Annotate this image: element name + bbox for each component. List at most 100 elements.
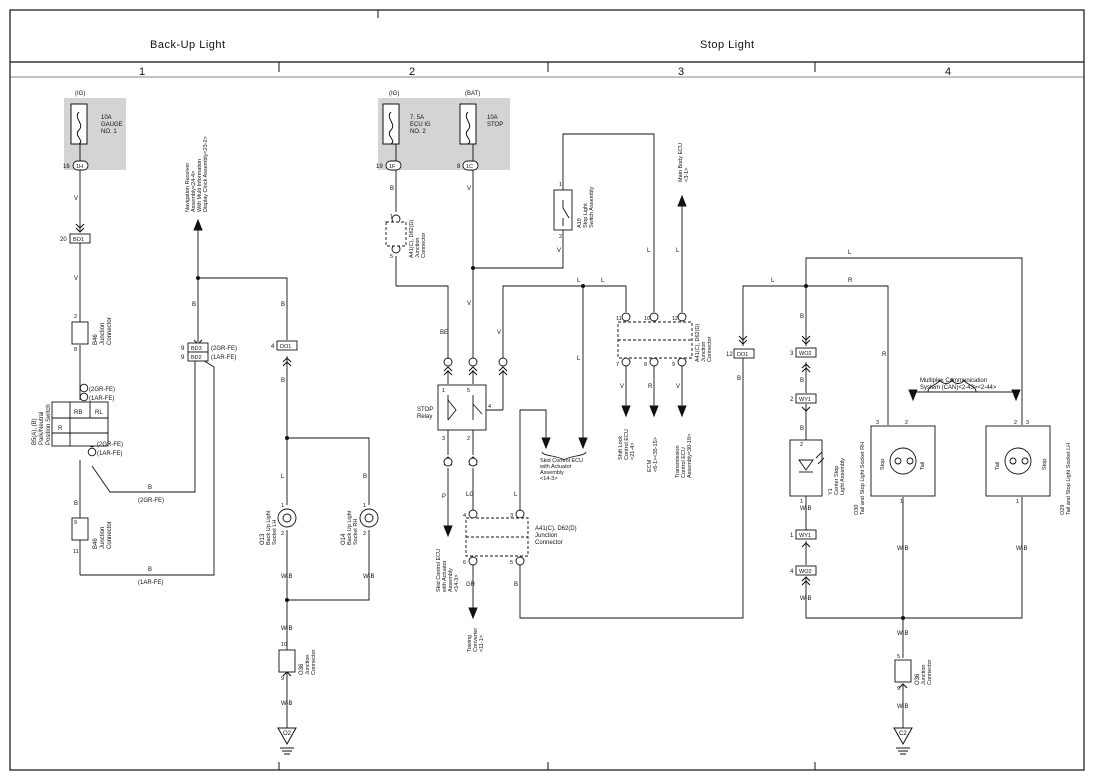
svg-text:BO1: BO1	[73, 237, 84, 243]
svg-text:7: 7	[616, 362, 619, 368]
svg-text:Connector: Connector	[707, 336, 713, 362]
svg-text:10A: 10A	[101, 115, 112, 121]
wires	[79, 133, 1023, 728]
svg-text:Connector: Connector	[311, 649, 317, 675]
svg-text:<3-1>: <3-1>	[684, 168, 690, 182]
svg-text:Transmission: Transmission	[675, 446, 681, 479]
svg-text:4: 4	[463, 513, 466, 519]
svg-text:Socket RH: Socket RH	[353, 519, 359, 545]
svg-text:1: 1	[442, 388, 445, 394]
svg-text:3: 3	[442, 436, 445, 442]
column-number-3: 3	[678, 66, 685, 78]
svg-text:11: 11	[73, 549, 79, 555]
svg-text:<14-3>: <14-3>	[454, 575, 460, 592]
svg-text:1H: 1H	[76, 164, 83, 170]
svg-text:O29: O29	[1060, 505, 1066, 515]
svg-text:Connector: Connector	[107, 317, 113, 345]
svg-text:Tail: Tail	[995, 462, 1001, 470]
pin-numbers: 2 8 9 11 1 5 1 5 4 3 2 1 2 11 10 12 7 8 …	[73, 182, 1029, 692]
svg-text:(IG): (IG)	[389, 91, 399, 97]
svg-text:(BAT): (BAT)	[465, 91, 480, 97]
svg-text:NO. 1: NO. 1	[101, 129, 117, 135]
svg-text:L: L	[601, 278, 605, 284]
svg-text:L: L	[771, 278, 775, 284]
svg-text:Y1: Y1	[828, 488, 834, 495]
svg-text:12: 12	[726, 352, 733, 358]
svg-text:(2GR-FE): (2GR-FE)	[97, 442, 123, 448]
svg-text:(2GR-FE): (2GR-FE)	[89, 387, 115, 393]
svg-text:V: V	[497, 330, 501, 336]
svg-text:<6-1><35-15>: <6-1><35-15>	[653, 437, 659, 472]
svg-text:8: 8	[74, 347, 77, 353]
svg-text:RB: RB	[74, 410, 82, 416]
svg-text:Stop: Stop	[1042, 459, 1048, 470]
svg-text:6: 6	[463, 560, 466, 566]
svg-text:(1AR-FE): (1AR-FE)	[97, 451, 122, 457]
svg-text:Skid Control ECU: Skid Control ECU	[540, 458, 583, 464]
svg-text:B: B	[192, 302, 196, 308]
svg-text:20: 20	[60, 237, 67, 243]
column-number-1: 1	[139, 66, 146, 78]
svg-text:W-B: W-B	[1016, 546, 1028, 552]
svg-text:DO1: DO1	[280, 344, 291, 350]
svg-text:2: 2	[281, 531, 284, 537]
arrows	[193, 194, 1021, 620]
svg-text:1: 1	[281, 503, 284, 509]
svg-text:O36: O36	[299, 663, 305, 675]
wire-labels: V V B B (2GR-FE) B (1AR-FE) B B B L W-B …	[74, 186, 1028, 710]
svg-text:2: 2	[800, 442, 803, 448]
svg-text:W-B: W-B	[800, 596, 812, 602]
svg-text:5: 5	[467, 388, 470, 394]
svg-text:(1AR-FE): (1AR-FE)	[138, 580, 163, 586]
svg-text:Shift Lock: Shift Lock	[618, 436, 624, 460]
svg-text:ECM: ECM	[647, 459, 653, 472]
svg-text:B: B	[148, 567, 152, 573]
junction-dots	[196, 266, 905, 620]
svg-text:Socket LH: Socket LH	[272, 520, 278, 545]
svg-text:R: R	[848, 278, 853, 284]
svg-text:Junction: Junction	[535, 533, 557, 539]
svg-text:9: 9	[897, 686, 900, 692]
svg-text:B: B	[363, 474, 367, 480]
svg-text:BD2: BD2	[191, 355, 202, 361]
connector-chevrons	[75, 161, 908, 689]
svg-text:3: 3	[1026, 420, 1029, 426]
svg-text:2: 2	[1014, 420, 1017, 426]
svg-text:Connector: Connector	[535, 540, 563, 546]
svg-text:1: 1	[800, 499, 803, 505]
svg-text:L: L	[281, 474, 285, 480]
svg-text:Towing: Towing	[467, 635, 473, 652]
svg-text:3: 3	[510, 513, 513, 519]
svg-text:1: 1	[390, 214, 393, 220]
svg-text:With Multi Information: With Multi Information	[197, 159, 203, 212]
grounds	[277, 727, 913, 755]
svg-text:B: B	[800, 378, 804, 384]
column-number-2: 2	[409, 66, 416, 78]
svg-text:Tail and Stop Light Socket RH: Tail and Stop Light Socket RH	[860, 442, 866, 515]
svg-text:B: B	[800, 314, 804, 320]
svg-text:Converter: Converter	[473, 628, 479, 652]
svg-text:Display Clock Assembly<23-2>: Display Clock Assembly<23-2>	[203, 136, 209, 212]
svg-text:B46: B46	[93, 538, 99, 549]
column-number-4: 4	[945, 66, 952, 78]
svg-text:Connector: Connector	[107, 521, 113, 549]
svg-text:B46: B46	[93, 334, 99, 345]
svg-text:12: 12	[672, 316, 678, 322]
svg-text:B: B	[74, 501, 78, 507]
svg-text:16: 16	[63, 164, 70, 170]
svg-text:2: 2	[905, 420, 908, 426]
svg-text:GAUGE: GAUGE	[101, 122, 123, 128]
svg-text:Relay: Relay	[417, 414, 432, 420]
svg-text:W-B: W-B	[800, 506, 812, 512]
svg-text:1: 1	[363, 503, 366, 509]
fuse-labels: (IG) 10A GAUGE NO. 1 16 1H (IG) 7. 5A EC…	[63, 91, 503, 170]
svg-text:L: L	[647, 248, 651, 254]
svg-text:11: 11	[616, 316, 622, 322]
svg-text:O2: O2	[283, 731, 292, 737]
svg-text:<14-3>: <14-3>	[540, 476, 557, 482]
svg-text:9: 9	[672, 362, 675, 368]
svg-text:19: 19	[376, 164, 383, 170]
svg-text:5: 5	[510, 560, 513, 566]
svg-text:B: B	[281, 302, 285, 308]
